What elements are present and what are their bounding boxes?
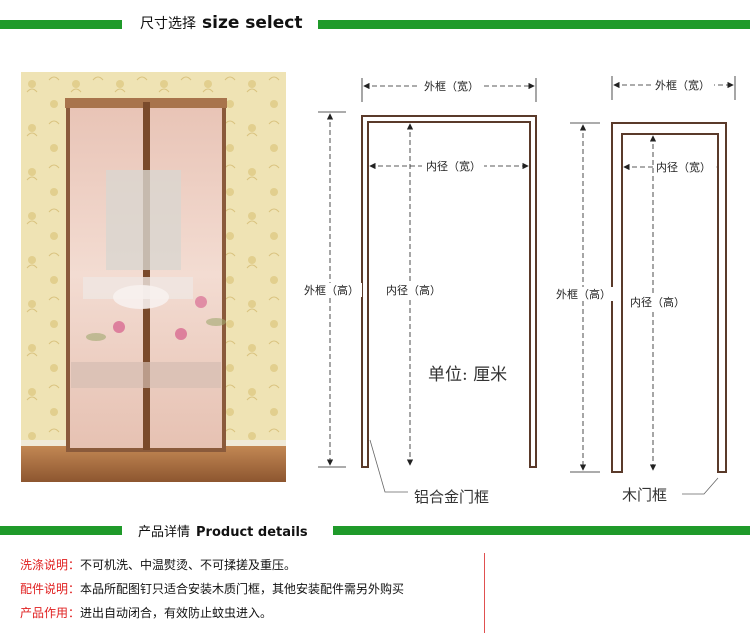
wood-frame-caption: 木门框: [622, 486, 667, 504]
detail-row-washing: 洗涤说明：不可机洗、中温熨烫、不可揉搓及重压。: [20, 558, 297, 572]
unit-label: 单位: 厘米: [428, 365, 507, 385]
details-divider: [484, 553, 485, 633]
details-bar-left: [0, 526, 122, 535]
right-outer-height-label: 外框（高）: [556, 287, 611, 301]
left-outer-width-label: 外框（宽）: [424, 79, 479, 93]
left-inner-width-label: 内径（宽）: [426, 159, 481, 173]
wood-frame-diagram: [570, 76, 736, 495]
detail-row-accessories: 配件说明：本品所配图钉只适合安装木质门框，其他安装配件需另外购买: [20, 582, 405, 596]
door-curtain-image: [21, 72, 286, 482]
details-bar-right: [333, 526, 750, 535]
right-inner-width-label: 内径（宽）: [656, 160, 711, 174]
aluminium-frame-caption: 铝合金门框: [414, 488, 489, 506]
right-inner-height-label: 内径（高）: [630, 295, 685, 309]
left-inner-height-label: 内径（高）: [386, 283, 441, 297]
header-bar-left: [0, 20, 122, 29]
header-bar-right: [318, 20, 750, 29]
size-diagram: 外框（宽） 内径（宽） 外框（高） 内径（高） 外框（宽） 内径（宽） 外框（高…: [302, 76, 736, 506]
right-outer-width-label: 外框（宽）: [655, 78, 710, 92]
left-outer-height-label: 外框（高）: [304, 283, 359, 297]
product-photo: [21, 72, 286, 482]
detail-row-function: 产品作用：进出自动闭合，有效防止蚊虫进入。: [20, 606, 273, 620]
